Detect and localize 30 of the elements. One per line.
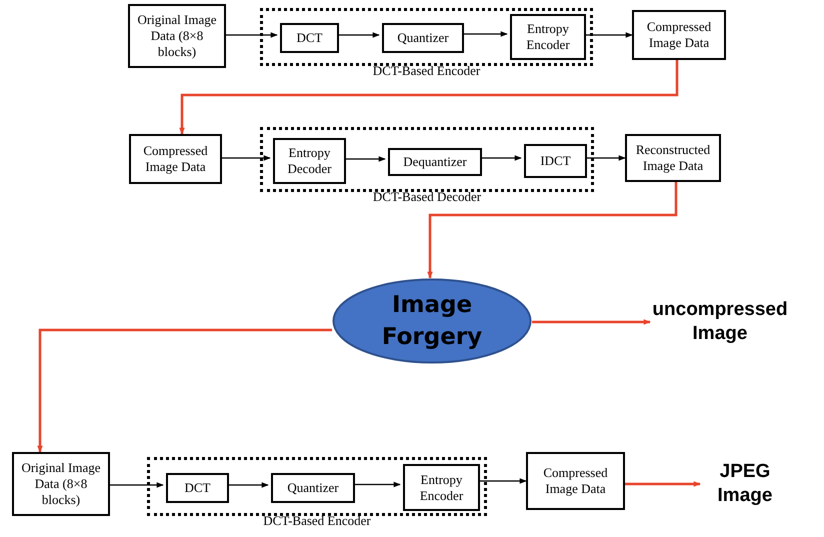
process-box: IDCT [524,144,587,178]
process-box: Compressed Image Data [129,134,222,184]
process-box: Compressed Image Data [526,452,625,510]
group-label: DCT-Based Decoder [372,189,482,205]
process-box: Dequantizer [388,148,482,176]
process-box: Compressed Image Data [632,10,726,60]
process-box: Entropy Encoder [510,14,586,60]
arrow [179,60,678,135]
process-box: Reconstructed Image Data [625,134,721,182]
process-box: Original Image Data (8×8 blocks) [128,4,226,68]
process-box: Original Image Data (8×8 blocks) [12,452,110,516]
arrow [532,319,651,325]
arrow [110,482,164,488]
process-box: Quantizer [382,23,464,53]
ellipse-node [332,278,532,364]
group-label: DCT-Based Encoder [262,513,372,529]
arrow [222,155,271,161]
process-box: Entropy Encoder [403,464,480,511]
arrow [625,481,701,487]
process-box: Entropy Decoder [273,138,346,184]
arrow [37,328,332,453]
group-label: DCT-Based Encoder [372,63,482,79]
process-box: DCT [166,473,229,503]
process-box: Quantizer [271,473,355,503]
node-label: Image Forgery [380,291,484,352]
output-label: uncompressed Image [651,298,789,346]
arrow [226,32,278,38]
output-label: JPEG Image [716,460,774,508]
arrow [427,182,678,279]
process-box: DCT [280,23,339,53]
